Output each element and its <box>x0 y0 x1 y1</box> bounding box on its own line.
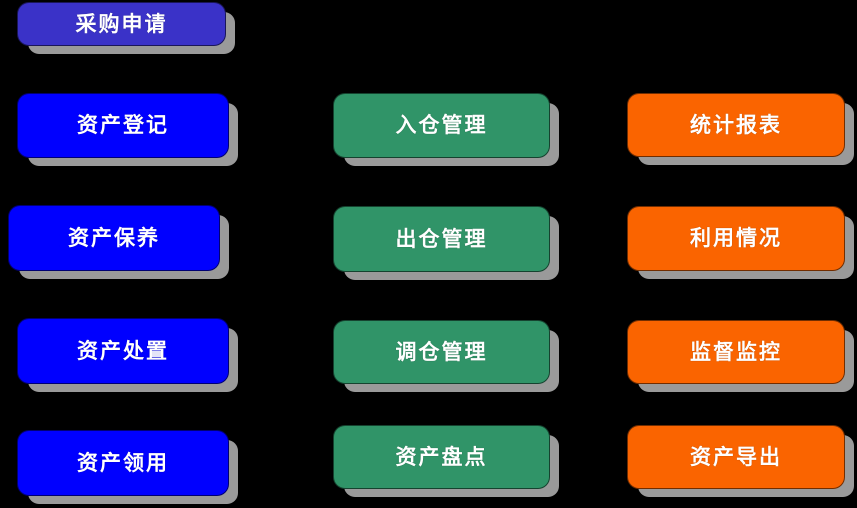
module-node[interactable]: 统计报表 <box>627 93 845 157</box>
module-node[interactable]: 出仓管理 <box>333 206 550 272</box>
module-node[interactable]: 资产导出 <box>627 425 845 489</box>
module-node-label: 资产保养 <box>68 225 160 250</box>
module-node-label: 利用情况 <box>690 226 782 250</box>
module-node[interactable]: 监督监控 <box>627 320 845 384</box>
module-node-label: 调仓管理 <box>395 339 488 364</box>
module-node-label: 资产领用 <box>77 450 169 475</box>
module-node-label: 入仓管理 <box>395 113 488 137</box>
module-node[interactable]: 资产登记 <box>17 93 229 158</box>
module-node-label: 监督监控 <box>690 339 782 364</box>
module-node[interactable]: 资产领用 <box>17 430 229 496</box>
module-node-label: 资产处置 <box>77 338 169 363</box>
module-node-label: 资产登记 <box>77 113 169 137</box>
module-node-label: 出仓管理 <box>395 226 488 251</box>
module-node[interactable]: 资产保养 <box>8 205 220 271</box>
module-node-label: 资产导出 <box>690 444 782 469</box>
module-node[interactable]: 资产盘点 <box>333 425 550 489</box>
module-node-label: 统计报表 <box>690 112 782 137</box>
module-node-label: 采购申请 <box>75 11 168 36</box>
module-node-label: 资产盘点 <box>395 444 488 469</box>
module-node[interactable]: 调仓管理 <box>333 320 550 384</box>
module-node[interactable]: 入仓管理 <box>333 93 550 158</box>
module-node[interactable]: 采购申请 <box>17 2 226 46</box>
module-node[interactable]: 利用情况 <box>627 206 845 271</box>
module-node[interactable]: 资产处置 <box>17 318 229 384</box>
